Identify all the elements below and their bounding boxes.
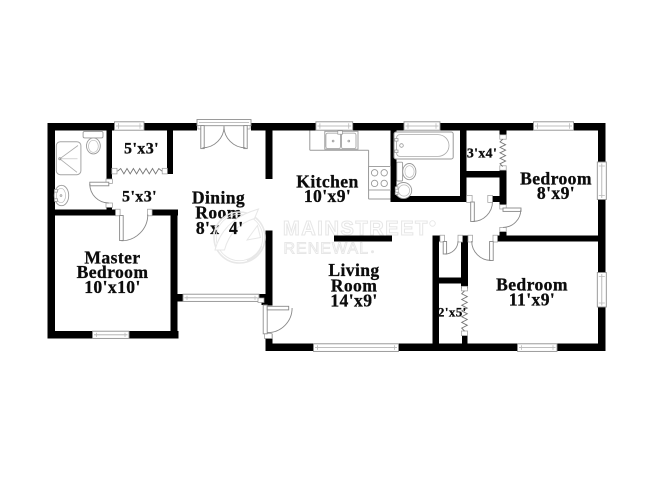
svg-text:5'x3': 5'x3' [122,189,157,206]
svg-text:MAINSTREET: MAINSTREET [283,218,429,240]
svg-text:Room: Room [195,202,242,222]
svg-text:14'x9': 14'x9' [330,290,377,310]
svg-text:RENEWAL: RENEWAL [284,240,370,257]
svg-text:Dining: Dining [192,187,245,207]
svg-text:2'x5': 2'x5' [438,304,467,319]
svg-text:10'x9': 10'x9' [304,186,351,206]
svg-text:5'x3': 5'x3' [124,141,159,158]
svg-text:3'x4': 3'x4' [467,145,497,160]
svg-text:Living: Living [328,260,379,280]
svg-text:8'x: 8'x [196,218,220,238]
svg-text:11'x9': 11'x9' [509,290,555,310]
svg-text:Room: Room [331,275,378,295]
svg-text:10'x10': 10'x10' [84,277,141,297]
svg-text:4': 4' [229,218,244,238]
svg-text:Bedroom: Bedroom [496,275,568,295]
svg-text:Bedroom: Bedroom [520,168,592,188]
svg-text:Master: Master [84,248,140,268]
svg-text:8'x9': 8'x9' [537,183,575,203]
svg-text:Kitchen: Kitchen [296,172,358,192]
svg-text:Bedroom: Bedroom [77,262,149,282]
